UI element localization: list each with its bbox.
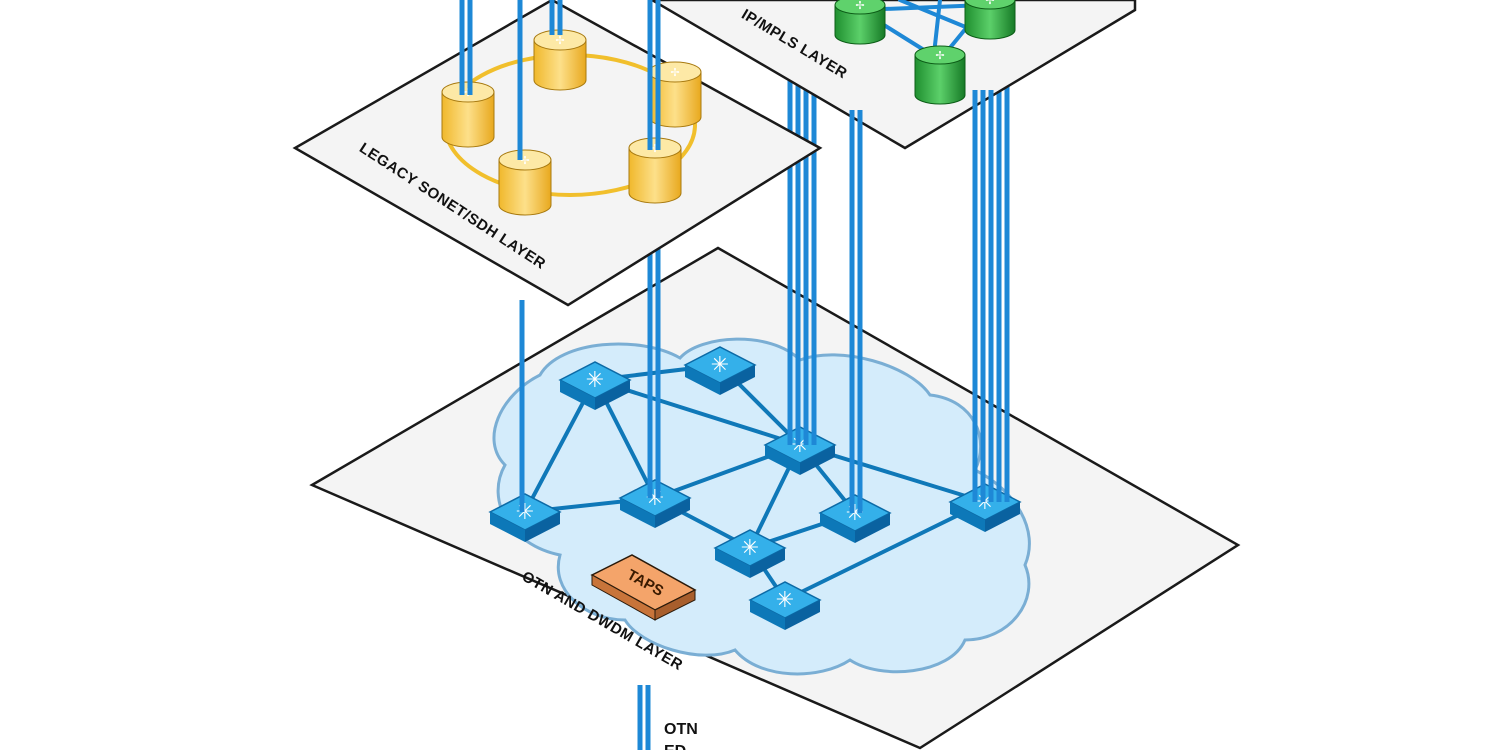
sonet-router-icon: ✢ [533,29,587,91]
mpls-router-icon: ✢ [964,0,1016,40]
svg-text:✢: ✢ [555,34,564,47]
mpls-router-icon: ✢ [914,45,966,105]
otn-switches: ✳ ✳ ✳ ✳ ✳ ✳ [488,346,1022,630]
otn-switch-icon: ✳ [748,581,822,630]
mpls-layer-plane [649,0,1137,150]
taps-box: TAPS [590,554,697,621]
otn-edge-label-line1: OTN [664,721,698,738]
svg-text:✳: ✳ [586,368,604,393]
svg-text:✢: ✢ [935,49,944,62]
svg-text:✢: ✢ [985,0,994,7]
svg-text:✢: ✢ [670,66,679,79]
svg-text:✳: ✳ [516,500,534,525]
sonet-router-icon: ✢ [648,61,702,128]
svg-text:✳: ✳ [776,588,794,613]
svg-text:✳: ✳ [741,536,759,561]
mpls-fibers-front [849,90,994,150]
sonet-fibers-front [459,0,661,160]
mpls-routers: ✢ ✢ ✢ [834,0,1016,105]
svg-text:✢: ✢ [520,154,529,167]
otn-switch-icon: ✳ [683,346,757,395]
otn-switch-icon: ✳ [818,494,892,543]
otn-edge-label-line2: ED [664,743,686,750]
mpls-router-icon: ✢ [834,0,886,45]
sonet-router-icon: ✢ [628,137,682,204]
svg-text:✳: ✳ [711,353,729,378]
svg-text:✢: ✢ [650,142,659,155]
svg-text:✢: ✢ [855,0,864,12]
otn-switch-icon: ✳ [713,529,787,578]
sonet-router-icon: ✢ [498,149,552,216]
otn-switch-icon: ✳ [558,361,632,410]
